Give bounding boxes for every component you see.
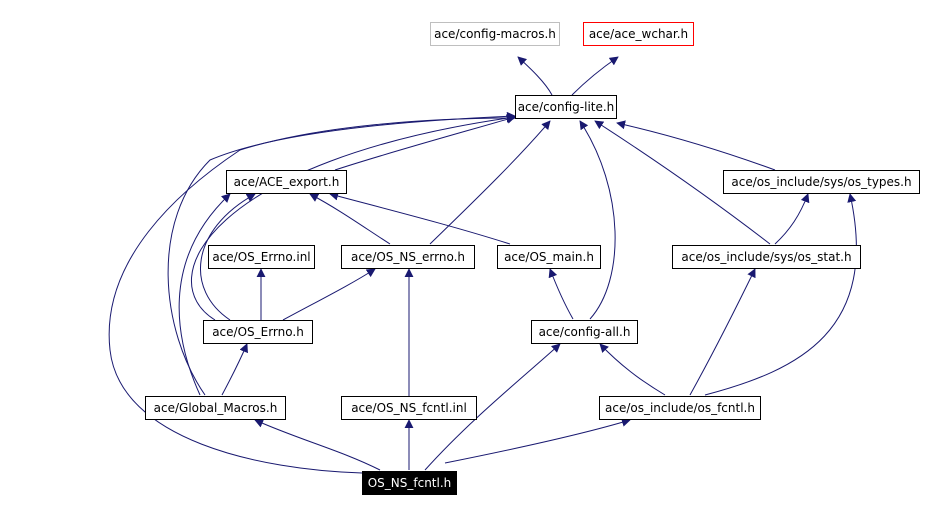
- edge-global-macros-to-ace-export: [178, 193, 231, 396]
- edge-root-to-config-lite-loop: [108, 113, 516, 474]
- edge-root-to-config-all: [424, 343, 561, 471]
- edge-os-errno-to-config-lite: [191, 113, 516, 321]
- edge-os-ns-errno-to-config-lite: [429, 120, 551, 245]
- node-os-fcntl[interactable]: ace/os_include/os_fcntl.h: [599, 396, 761, 420]
- node-os-ns-fcntl-inl[interactable]: ace/OS_NS_fcntl.inl: [341, 396, 477, 420]
- edge-root-to-os-fcntl: [444, 418, 631, 464]
- node-os-stat[interactable]: ace/os_include/sys/os_stat.h: [672, 245, 861, 269]
- node-ace-wchar[interactable]: ace/ace_wchar.h: [583, 22, 694, 46]
- edge-os-types-to-config-lite: [616, 120, 776, 171]
- node-os-errno[interactable]: ace/OS_Errno.h: [203, 320, 313, 344]
- node-os-ns-errno[interactable]: ace/OS_NS_errno.h: [341, 245, 475, 269]
- node-config-all[interactable]: ace/config-all.h: [531, 320, 638, 344]
- node-ace-export[interactable]: ace/ACE_export.h: [226, 170, 347, 194]
- edge-config-lite-to-ace-wchar: [571, 56, 619, 96]
- node-global-macros[interactable]: ace/Global_Macros.h: [145, 396, 286, 420]
- edge-os-ns-errno-to-ace-export: [309, 193, 391, 245]
- edge-os-fcntl-to-config-all: [599, 343, 666, 396]
- edge-os-fcntl-to-os-stat: [689, 268, 756, 396]
- edge-os-errno-to-ace-export: [199, 193, 256, 321]
- edge-config-all-to-config-lite: [579, 120, 616, 320]
- edge-global-macros-to-config-lite: [167, 111, 516, 396]
- edge-ace-export-to-config-lite: [334, 114, 516, 171]
- edge-config-all-to-os-main: [548, 268, 574, 320]
- edge-global-macros-to-os-errno: [221, 343, 248, 396]
- node-os-main[interactable]: ace/OS_main.h: [497, 245, 601, 269]
- node-os-errno-inl[interactable]: ace/OS_Errno.inl: [208, 245, 315, 269]
- edge-os-errno-to-os-ns-errno: [282, 268, 376, 321]
- node-os-ns-fcntl-root: OS_NS_fcntl.h: [362, 471, 457, 495]
- node-config-macros[interactable]: ace/config-macros.h: [430, 22, 560, 46]
- edge-os-stat-to-os-types: [774, 193, 810, 245]
- node-os-types[interactable]: ace/os_include/sys/os_types.h: [723, 170, 920, 194]
- edge-root-to-global-macros: [254, 419, 381, 471]
- edge-config-lite-to-config-macros: [517, 56, 553, 96]
- edge-os-main-to-ace-export: [329, 191, 511, 245]
- edge-os-stat-to-config-lite: [594, 120, 771, 245]
- edge-os-fcntl-to-os-types: [704, 193, 857, 396]
- node-config-lite[interactable]: ace/config-lite.h: [515, 95, 617, 119]
